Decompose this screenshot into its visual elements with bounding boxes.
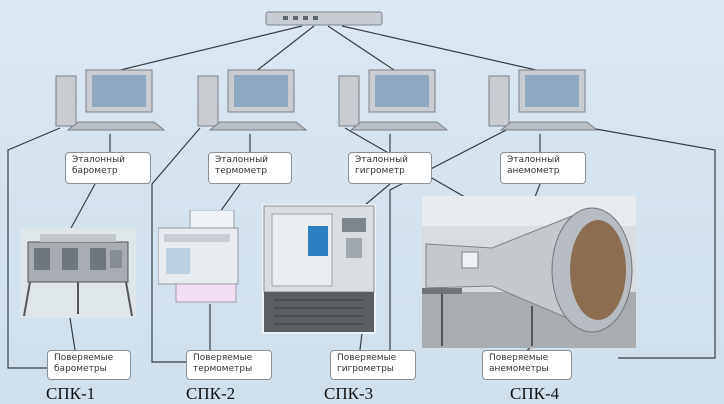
caption-spk-2: СПК-2 xyxy=(186,384,236,403)
tested-barometers-line1: Поверяемые xyxy=(54,353,114,363)
tested-thermometers-box: Поверяемые термометры xyxy=(186,350,272,380)
wind-tunnel-photo xyxy=(422,196,636,348)
tested-hygrometers-box: Поверяемые гигрометры xyxy=(330,350,416,380)
reference-barometer-box: Эталонный барометр xyxy=(65,152,151,184)
caption-spk-3: СПК-3 xyxy=(324,384,374,403)
reference-hygrometer-line2: гигрометр xyxy=(355,166,405,176)
climate-chamber-photo xyxy=(262,204,376,334)
computer-icon-4 xyxy=(488,69,599,131)
network-hub-icon xyxy=(265,11,383,26)
tested-anemometers-line1: Поверяемые xyxy=(489,353,549,363)
tested-anemometers-box: Поверяемые анемометры xyxy=(482,350,572,380)
computer-icon-3 xyxy=(338,69,449,131)
reference-anemometer-box: Эталонный анемометр xyxy=(500,152,586,184)
computer-icon-1 xyxy=(55,69,166,131)
reference-thermometer-box: Эталонный термометр xyxy=(208,152,292,184)
reference-thermometer-line2: термометр xyxy=(215,166,268,176)
reference-barometer-line2: барометр xyxy=(72,166,118,176)
tested-barometers-line2: барометры xyxy=(54,364,107,374)
barometer-rig-photo xyxy=(20,228,136,318)
tested-hygrometers-line2: гигрометры xyxy=(337,364,394,374)
tested-barometers-box: Поверяемые барометры xyxy=(47,350,131,380)
computer-icon-2 xyxy=(197,69,308,131)
thermostat-bath-photo xyxy=(158,210,240,304)
reference-anemometer-line1: Эталонный xyxy=(507,155,561,165)
reference-barometer-line1: Эталонный xyxy=(72,155,126,165)
reference-hygrometer-line1: Эталонный xyxy=(355,155,409,165)
tested-thermometers-line1: Поверяемые xyxy=(193,353,253,363)
reference-anemometer-line2: анемометр xyxy=(507,166,560,176)
caption-spk-1: СПК-1 xyxy=(46,384,96,403)
caption-spk-4: СПК-4 xyxy=(510,384,560,403)
tested-thermometers-line2: термометры xyxy=(193,364,253,374)
tested-hygrometers-line1: Поверяемые xyxy=(337,353,397,363)
reference-thermometer-line1: Эталонный xyxy=(215,155,269,165)
reference-hygrometer-box: Эталонный гигрометр xyxy=(348,152,432,184)
tested-anemometers-line2: анемометры xyxy=(489,364,549,374)
